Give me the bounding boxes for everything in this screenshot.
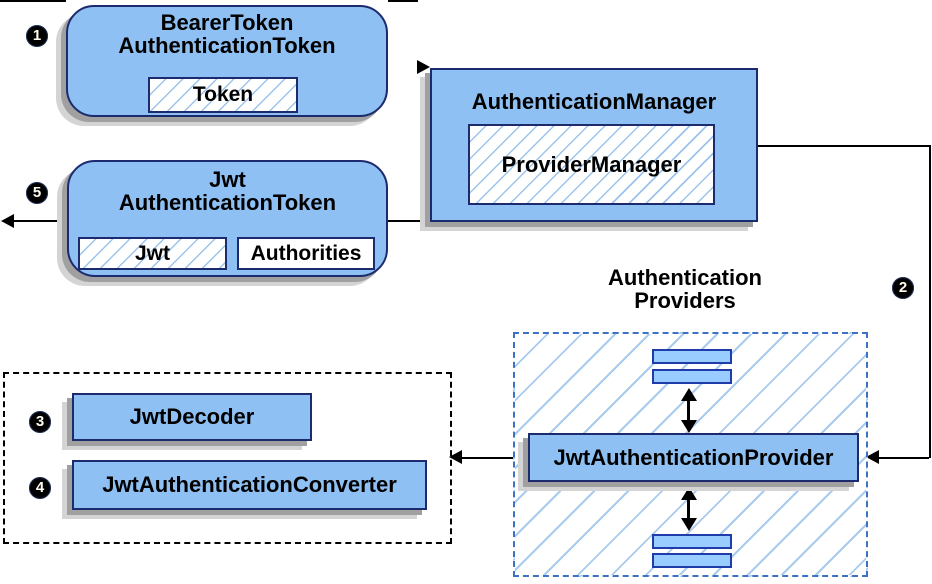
flow-line-provider-to-support (461, 457, 514, 459)
step-3-badge: 3 (29, 411, 51, 433)
arrowhead-into-provider-icon (866, 450, 879, 464)
jwt-token-title-line2: AuthenticationToken (118, 190, 337, 215)
flow-line-manager-to-provider-top (757, 145, 930, 147)
jwt-authentication-provider-box: JwtAuthenticationProvider (528, 433, 859, 482)
bearer-token-title-line1: BearerToken (160, 10, 294, 35)
jwt-authentication-token-box: Jwt AuthenticationToken Jwt Authorities (67, 160, 388, 277)
jwt-authentication-converter-box: JwtAuthenticationConverter (72, 460, 427, 510)
flow-line-bearer-to-manager (388, 0, 418, 2)
provider-stack-bar-top-2 (652, 369, 732, 384)
arrow-up-icon (681, 388, 697, 401)
arrowhead-into-manager-icon (417, 60, 430, 74)
bearer-token-authentication-token-box: BearerToken AuthenticationToken Token (66, 5, 388, 117)
provider-stack-bar-top-1 (652, 349, 732, 364)
provider-manager-box: ProviderManager (468, 124, 715, 205)
jwt-token-title-line1: Jwt (209, 167, 246, 192)
token-chip: Token (148, 77, 298, 113)
bidirectional-arrow-top (681, 388, 697, 433)
authorities-chip: Authorities (237, 237, 375, 270)
support-group (3, 372, 452, 544)
jwt-decoder-box: JwtDecoder (72, 393, 312, 441)
authentication-providers-label-line1: Authentication (608, 265, 762, 290)
authentication-manager-box: AuthenticationManager ProviderManager (430, 68, 758, 222)
provider-stack-bar-bottom-2 (652, 553, 732, 568)
arrow-shaft (687, 496, 690, 522)
flow-line-entry (0, 0, 66, 2)
flow-line-manager-to-provider-vertical (929, 145, 931, 458)
arrow-up-icon (681, 487, 697, 500)
flow-line-manager-to-jwt-token (388, 220, 430, 222)
arrow-down-icon (681, 420, 697, 433)
step-2-badge: 2 (892, 277, 914, 299)
bearer-token-title-line2: AuthenticationToken (118, 33, 336, 58)
provider-stack-bar-bottom-1 (652, 534, 732, 549)
flow-line-manager-to-provider-bottom (878, 457, 929, 459)
authentication-manager-title: AuthenticationManager (471, 89, 717, 114)
step-4-badge: 4 (29, 477, 51, 499)
step-1-badge: 1 (26, 25, 48, 47)
authentication-providers-label-line2: Providers (634, 288, 736, 313)
arrow-down-icon (681, 518, 697, 531)
bidirectional-arrow-bottom (681, 487, 697, 531)
authentication-providers-label: Authentication Providers (597, 266, 773, 312)
arrowhead-exit-icon (1, 214, 14, 228)
arrow-shaft (687, 397, 690, 424)
jwt-chip: Jwt (78, 237, 227, 270)
arrowhead-into-support-icon (449, 450, 462, 464)
flow-line-exit (13, 220, 67, 222)
step-5-badge: 5 (26, 182, 48, 204)
